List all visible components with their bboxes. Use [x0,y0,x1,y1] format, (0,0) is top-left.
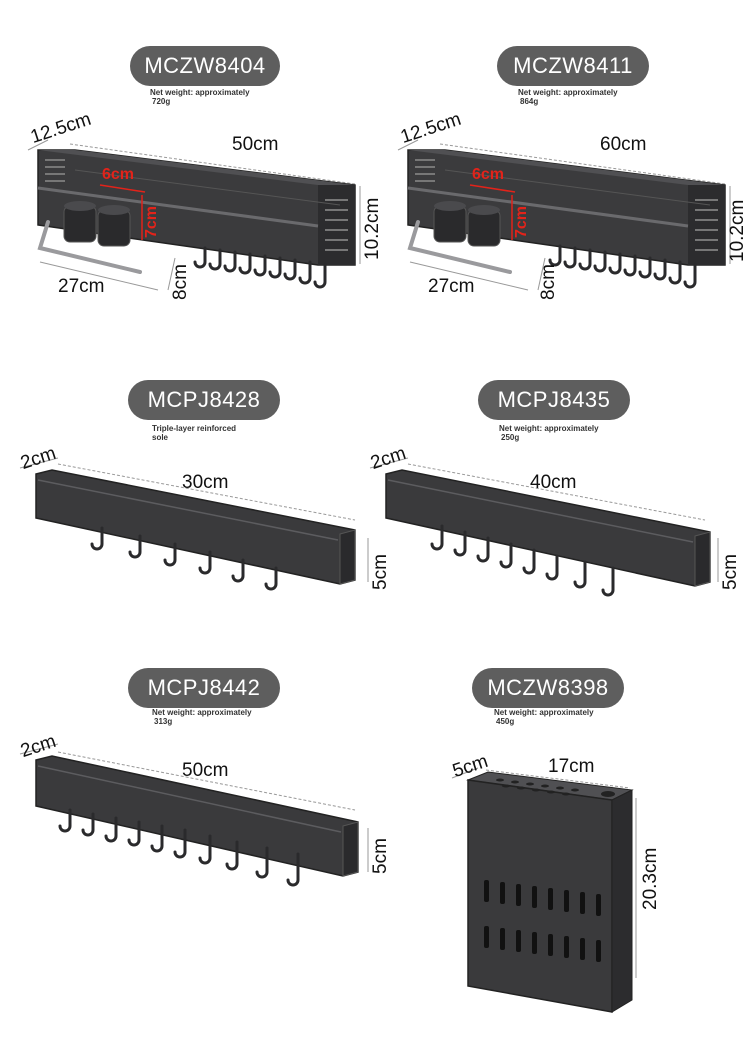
dim-height: 20.3cm [640,847,661,910]
dim-height: 5cm [370,554,391,590]
spice-rack-illustration [27,139,731,291]
model-label: MCPJ8428 [128,380,280,420]
dim-height: 5cm [370,838,391,874]
model-label: MCPJ8442 [128,668,280,708]
model-label: MCPJ8435 [478,380,630,420]
dim-length: 60cm [600,134,647,155]
dim-cup-width: 6cm [102,166,135,183]
model-label: MCZW8398 [472,668,624,708]
dim-width: 17cm [548,756,595,777]
dim-hook: 8cm [170,264,191,300]
dim-length: 50cm [182,760,229,781]
dim-hook: 8cm [538,264,559,300]
dim-height: 10.2cm [727,199,748,262]
dim-rail: 27cm [428,276,475,297]
model-label: MCZW8404 [130,46,280,86]
dim-height: 5cm [720,554,741,590]
dim-cup-width: 6cm [472,166,505,183]
knife-block-illustration [451,767,637,1013]
model-label: MCZW8411 [497,46,649,86]
hook-bar-illustration [19,457,719,597]
dim-cup-height: 7cm [143,205,160,238]
dim-length: 30cm [182,472,229,493]
hook-bar-illustration [19,743,369,887]
dim-length: 40cm [530,472,577,493]
dim-rail: 27cm [58,276,105,297]
dim-height: 10.2cm [362,197,383,260]
dim-cup-height: 7cm [513,205,530,238]
dim-length: 50cm [232,134,279,155]
